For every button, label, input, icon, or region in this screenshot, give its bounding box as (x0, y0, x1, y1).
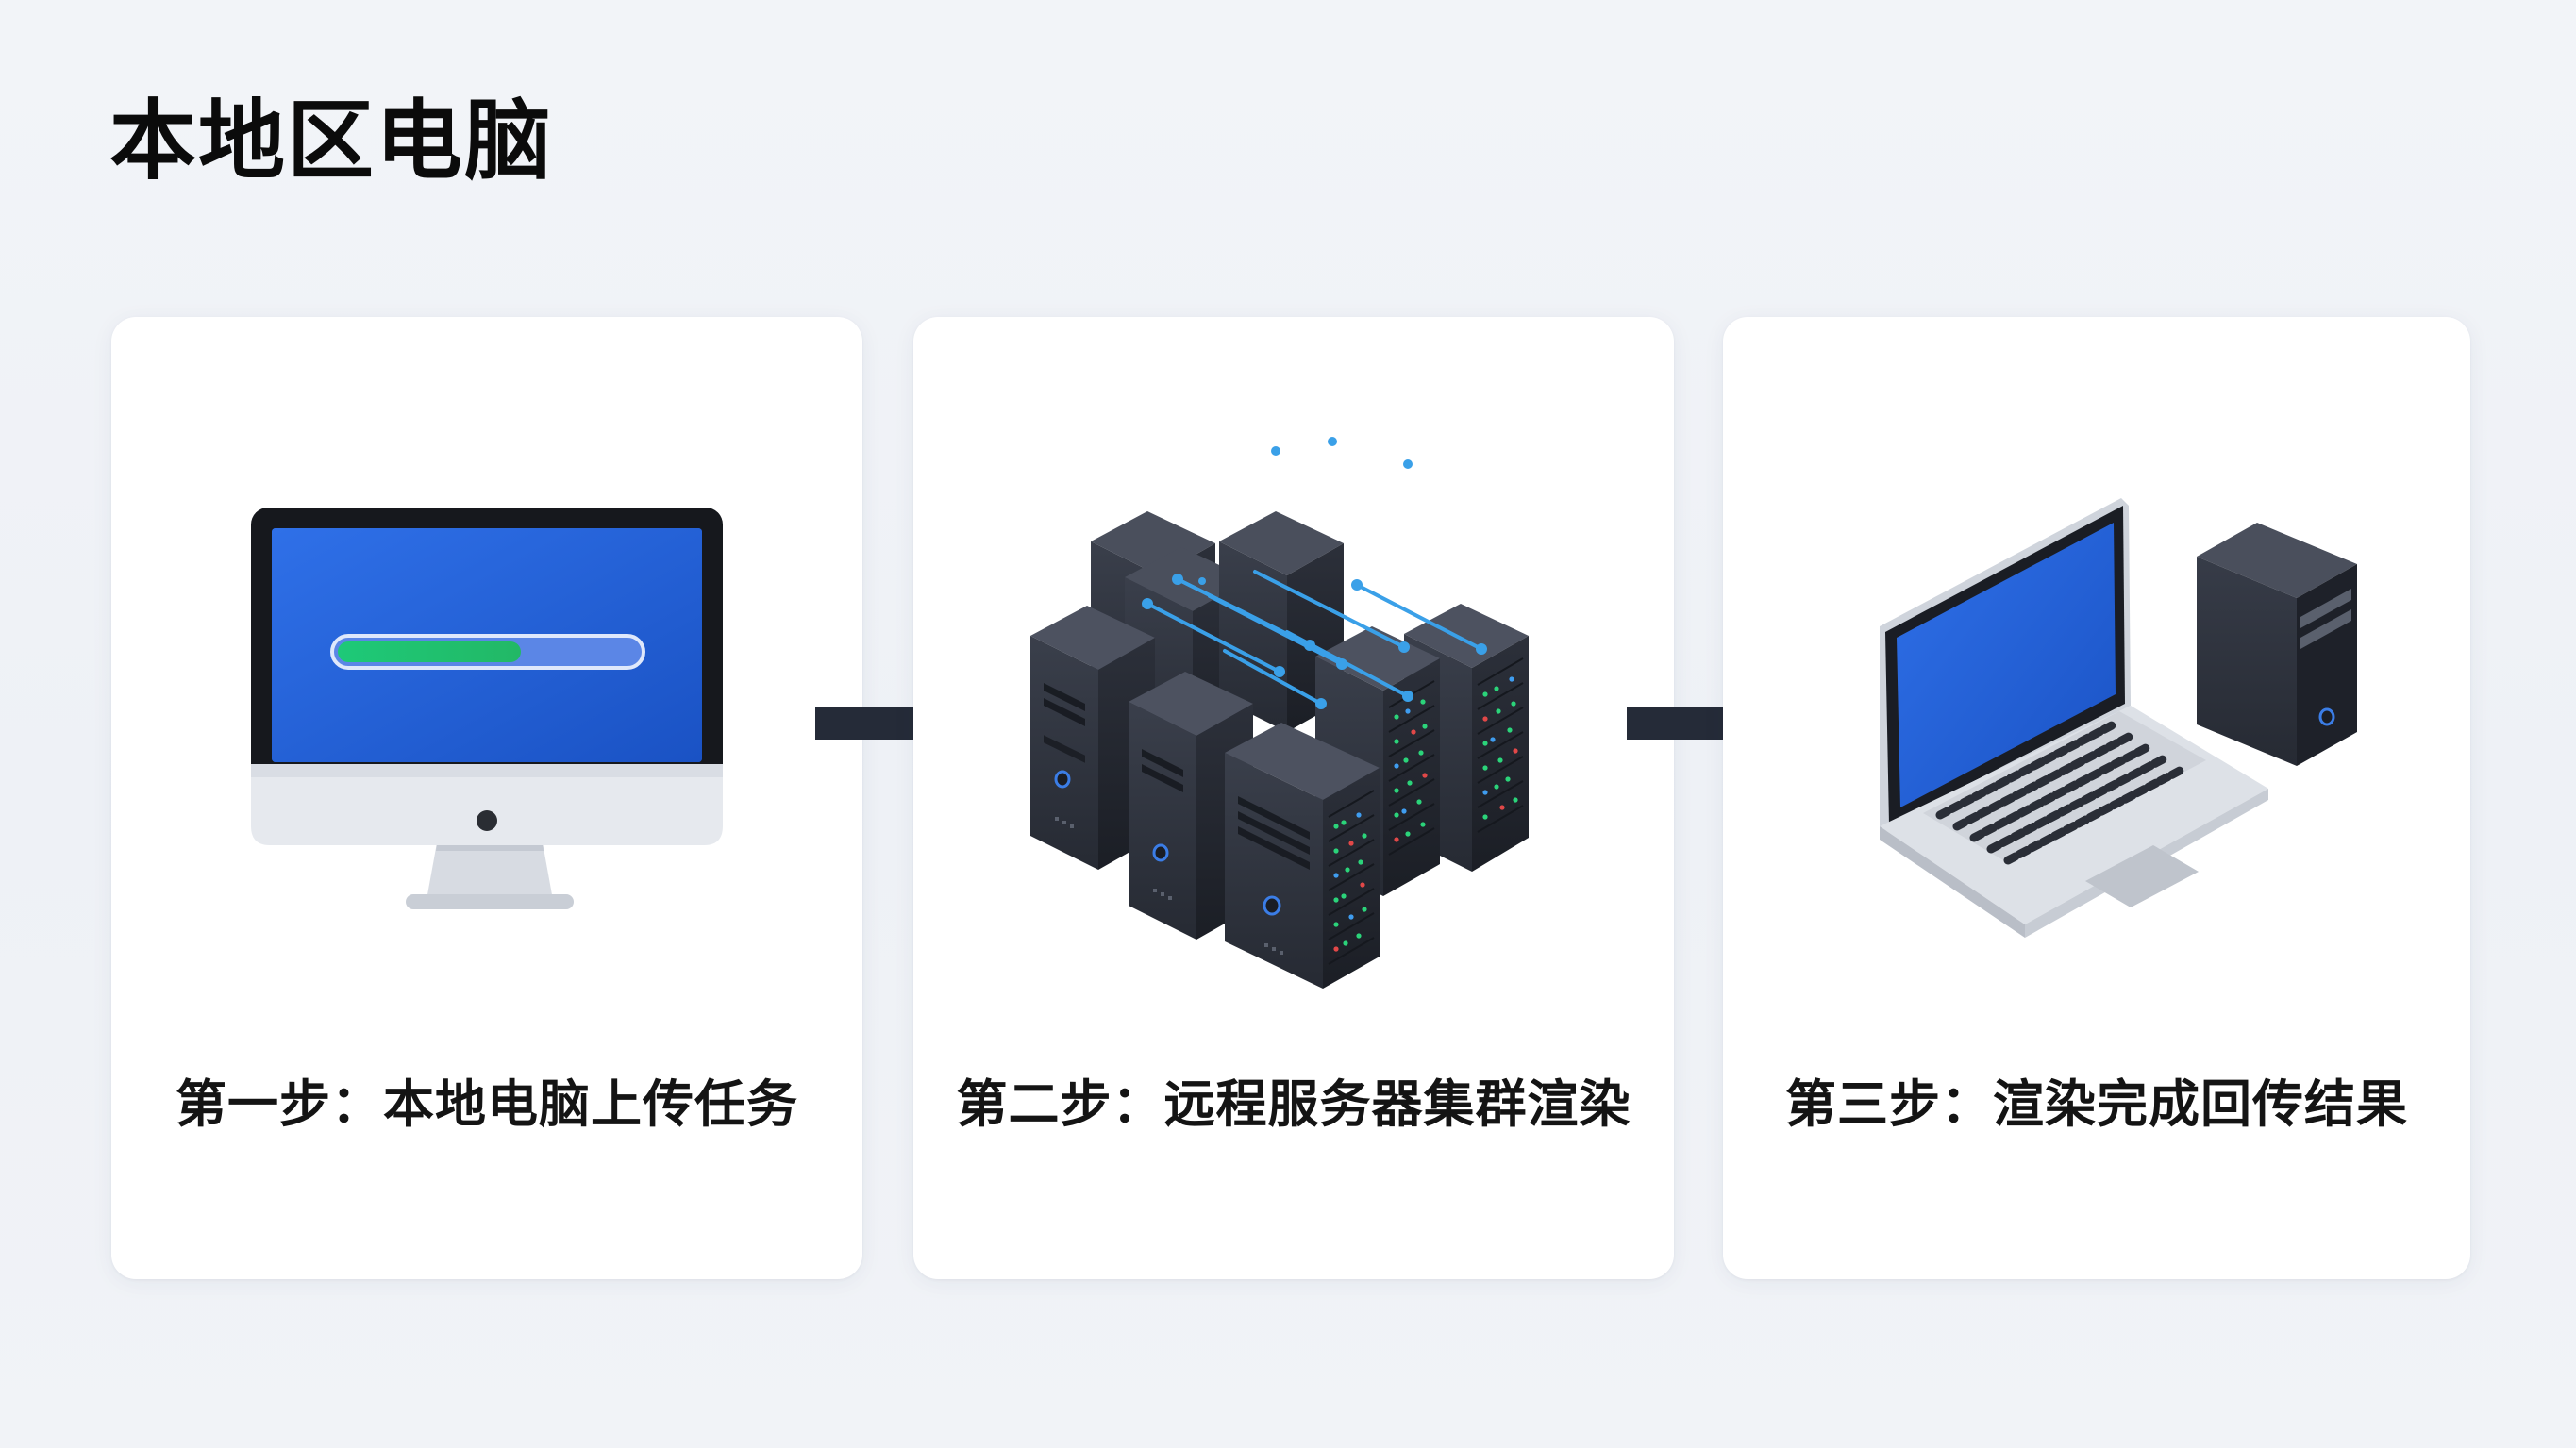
step-3-card: 第三步：渲染完成回传结果 (1723, 317, 2470, 1279)
laptop-and-tower-icon (1880, 498, 2357, 938)
power-button-icon (477, 810, 497, 831)
desktop-monitor-icon (251, 508, 723, 909)
step-3-caption: 第三步：渲染完成回传结果 (1785, 1074, 2408, 1134)
step-2-card: 第二步：远程服务器集群渲染 (913, 317, 1674, 1279)
desktop-tower-icon (2197, 523, 2357, 766)
upload-progress-fill (338, 641, 521, 662)
data-stream-icons (1158, 371, 1411, 571)
page-title: 本地区电脑 (109, 91, 554, 191)
trackpad (2085, 845, 2199, 907)
server-cluster-icon (1030, 371, 1529, 989)
step-1-caption: 第一步：本地电脑上传任务 (176, 1074, 798, 1134)
step-1-card: 第一步：本地电脑上传任务 (111, 317, 862, 1279)
server-status-leds (1328, 657, 1524, 965)
laptop-icon (1880, 498, 2268, 938)
step-2-caption: 第二步：远程服务器集群渲染 (956, 1074, 1631, 1134)
